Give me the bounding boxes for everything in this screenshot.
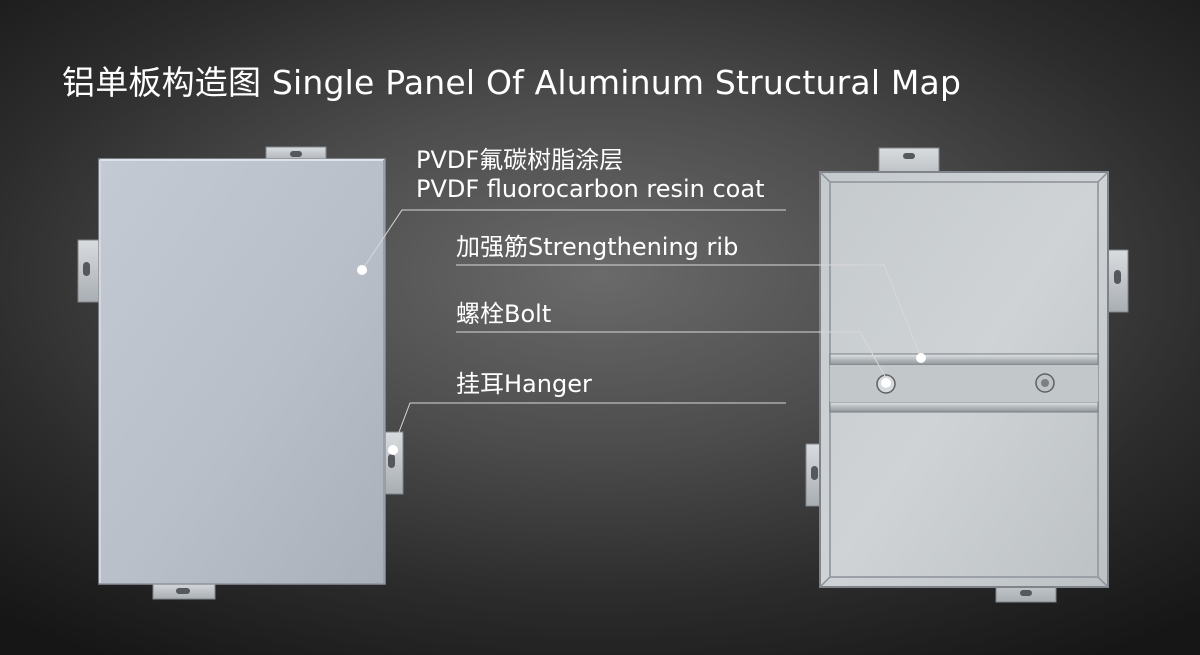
front-hanger-left xyxy=(77,239,101,303)
rib-dot xyxy=(916,353,926,363)
bolt-label: 螺栓Bolt xyxy=(456,300,552,328)
back-panel xyxy=(805,147,1129,603)
hanger-dot xyxy=(388,445,398,455)
bolt-right xyxy=(1035,373,1055,393)
front-panel xyxy=(77,146,404,600)
leader-dots xyxy=(357,265,926,455)
coating-dot xyxy=(357,265,367,275)
bolt-dot xyxy=(881,378,891,388)
diagram-title: 铝单板构造图 Single Panel Of Aluminum Structur… xyxy=(62,63,962,102)
strengthening-rib[interactable] xyxy=(829,353,1099,413)
front-panel-face xyxy=(98,158,386,585)
hanger-leader xyxy=(392,402,786,449)
leader-lines xyxy=(361,209,922,449)
front-hanger-right[interactable] xyxy=(382,431,404,495)
bolt-leader xyxy=(456,331,887,379)
hanger-label: 挂耳Hanger xyxy=(456,370,592,398)
rib-label: 加强筋Strengthening rib xyxy=(456,233,739,261)
coating-label-en: PVDF fluorocarbon resin coat xyxy=(416,175,765,203)
coating-label-cn: PVDF氟碳树脂涂层 xyxy=(416,146,624,174)
rib-leader xyxy=(456,264,922,359)
coating-leader xyxy=(361,209,786,271)
